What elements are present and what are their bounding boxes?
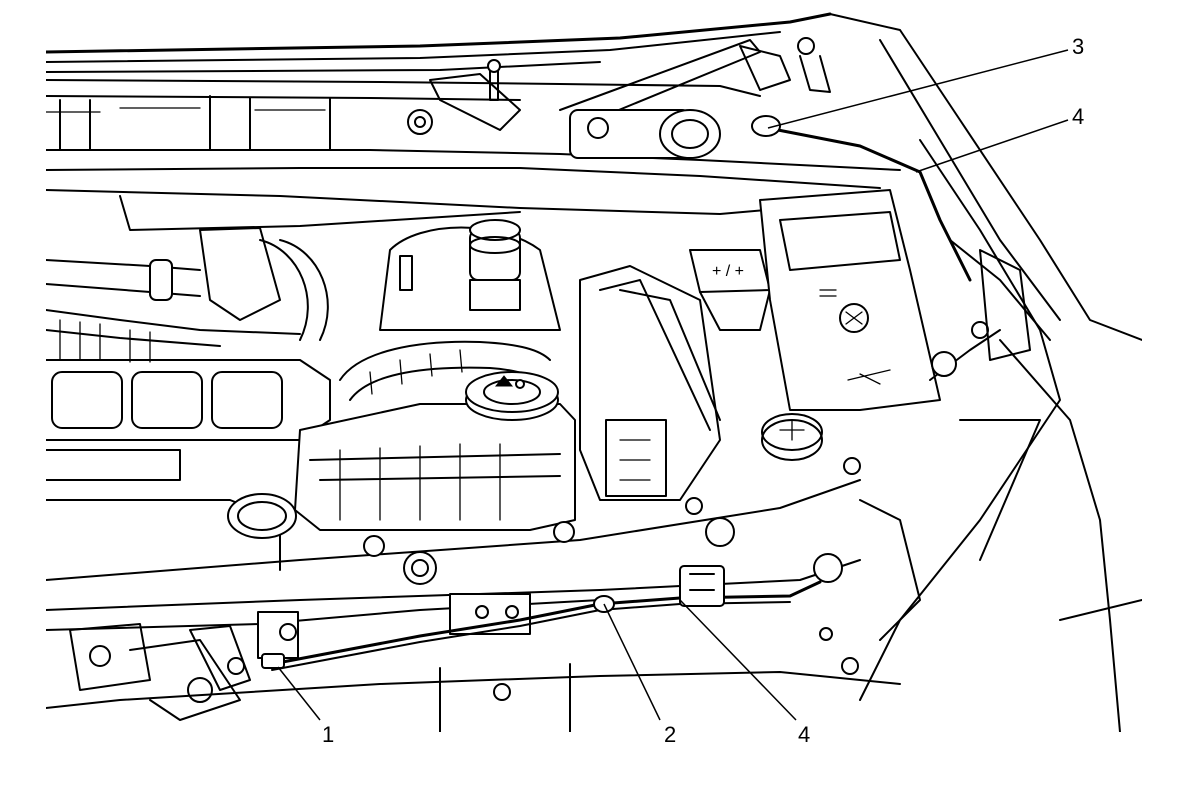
intake-tubes [46, 227, 329, 363]
battery-plus-symbol: + / + [712, 263, 744, 280]
engine-cover [46, 359, 331, 571]
washer-cap-symbol [779, 419, 805, 441]
coolant-cap-warning-symbol [494, 375, 525, 389]
fuse-box: + / + [689, 249, 771, 331]
callout-4-bottom: 4 [798, 722, 810, 747]
callout-2: 2 [664, 722, 676, 747]
hood-edge [46, 12, 832, 73]
callout-labels: 1 2 3 4 4 [322, 34, 1084, 747]
washer-cap [761, 413, 823, 461]
wiper-linkage [429, 37, 831, 131]
air-duct [579, 265, 721, 501]
coolant-reservoir [294, 371, 576, 531]
svg-text:+ / +: + / + [712, 263, 744, 280]
leader-2 [603, 603, 661, 721]
wiper-motor [407, 109, 721, 159]
leader-lines [277, 49, 1069, 721]
callout-3: 3 [1072, 34, 1084, 59]
cable-bracket [679, 565, 725, 607]
leader-4-top [915, 119, 1069, 173]
leader-4-bottom [679, 599, 797, 721]
front-bumper-bar [46, 663, 901, 732]
battery [759, 189, 941, 411]
brake-reservoir [379, 219, 561, 331]
callout-1: 1 [322, 722, 334, 747]
leader-1 [277, 666, 321, 721]
cowl-panel [46, 79, 901, 231]
right-fender [813, 13, 1142, 732]
leader-3 [767, 49, 1069, 129]
callout-4-top: 4 [1072, 104, 1084, 129]
